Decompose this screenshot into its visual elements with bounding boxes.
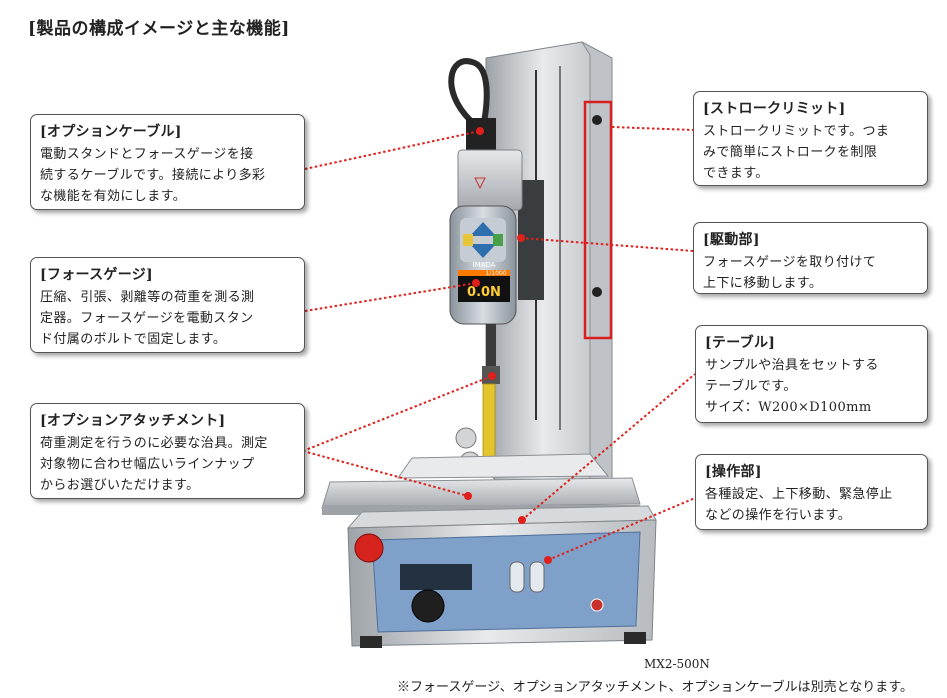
stand-base — [346, 505, 657, 648]
callout-drive-unit: [駆動部] フォースゲージを取り付けて 上下に移動します。 — [693, 222, 928, 294]
callout-line: 定器。フォースゲージを電動スタン — [40, 311, 254, 326]
callout-line: ストロークリミットです。つま — [703, 124, 890, 139]
sample-table — [321, 453, 641, 515]
gauge-display-value: 0.0N — [467, 285, 501, 300]
callout-heading: [オプションアタッチメント] — [40, 413, 226, 429]
callout-force-gauge: [フォースゲージ] 圧縮、引張、剥離等の荷重を測る測 定器。フォースゲージを電動… — [30, 257, 305, 353]
callout-line: 各種設定、上下移動、緊急停止 — [705, 487, 893, 502]
callout-heading: [オプションケーブル] — [40, 124, 182, 140]
callout-heading: [駆動部] — [703, 232, 760, 248]
control-knob — [411, 589, 445, 623]
callout-operation-unit: [操作部] 各種設定、上下移動、緊急停止 などの操作を行います。 — [695, 454, 928, 530]
callout-heading: [テーブル] — [705, 335, 776, 351]
callout-line: ド付属のボルトで固定します。 — [40, 332, 227, 347]
callout-heading: [フォースゲージ] — [40, 267, 153, 283]
leader-dots — [464, 127, 552, 564]
callout-option-cable: [オプションケーブル] 電動スタンドとフォースゲージを接 続するケーブルです。接… — [30, 114, 305, 210]
callout-table: [テーブル] サンプルや治具をセットする テーブルです。 サイズ：W200×D1… — [695, 325, 928, 423]
callout-heading: [ストロークリミット] — [703, 101, 846, 117]
emergency-stop — [354, 533, 384, 563]
callout-line: 対象物に合わせ幅広いラインナップ — [40, 457, 255, 472]
callout-line: サイズ：W200×D100mm — [705, 400, 872, 415]
page-title: [製品の構成イメージと主な機能] — [28, 19, 290, 39]
callout-option-attachment: [オプションアタッチメント] 荷重測定を行うのに必要な治具。測定 対象物に合わせ… — [30, 403, 305, 499]
gauge-mount — [457, 149, 523, 211]
callout-line: フォースゲージを取り付けて — [703, 255, 877, 270]
callout-line: などの操作を行います。 — [705, 508, 852, 523]
stroke-limit-frame — [583, 100, 613, 340]
callout-line: 圧縮、引張、剥離等の荷重を測る測 — [40, 290, 255, 305]
callout-line: 荷重測定を行うのに必要な治具。測定 — [40, 436, 268, 451]
callout-line: 電動スタンドとフォースゲージを接 — [40, 147, 254, 162]
callout-heading: [操作部] — [705, 464, 762, 480]
callout-line: サンプルや治具をセットする — [705, 358, 879, 373]
model-name: MX2-500N — [644, 657, 710, 671]
callout-line: みで簡単にストロークを制限 — [703, 145, 878, 160]
callout-line: できます。 — [703, 166, 769, 181]
footnote: ※フォースゲージ、オプションアタッチメント、オプションケーブルは別売となります。 — [397, 680, 913, 695]
callout-line: 続するケーブルです。接続により多彩 — [40, 168, 266, 183]
callout-line: テーブルです。 — [705, 379, 797, 394]
gauge-range: 1/1000 — [485, 270, 506, 277]
callout-line: からお選びいただけます。 — [40, 478, 200, 493]
callout-stroke-limit: [ストロークリミット] ストロークリミットです。つま みで簡単にストロークを制限… — [693, 91, 928, 186]
gauge-brand: IMADA — [473, 261, 496, 269]
callout-line: な機能を有効にします。 — [40, 189, 187, 204]
leader-lines — [302, 126, 696, 561]
callout-line: 上下に移動します。 — [703, 276, 823, 291]
option-cable — [448, 58, 490, 123]
force-gauge: 0.0N IMADA 1/1000 — [449, 205, 517, 325]
